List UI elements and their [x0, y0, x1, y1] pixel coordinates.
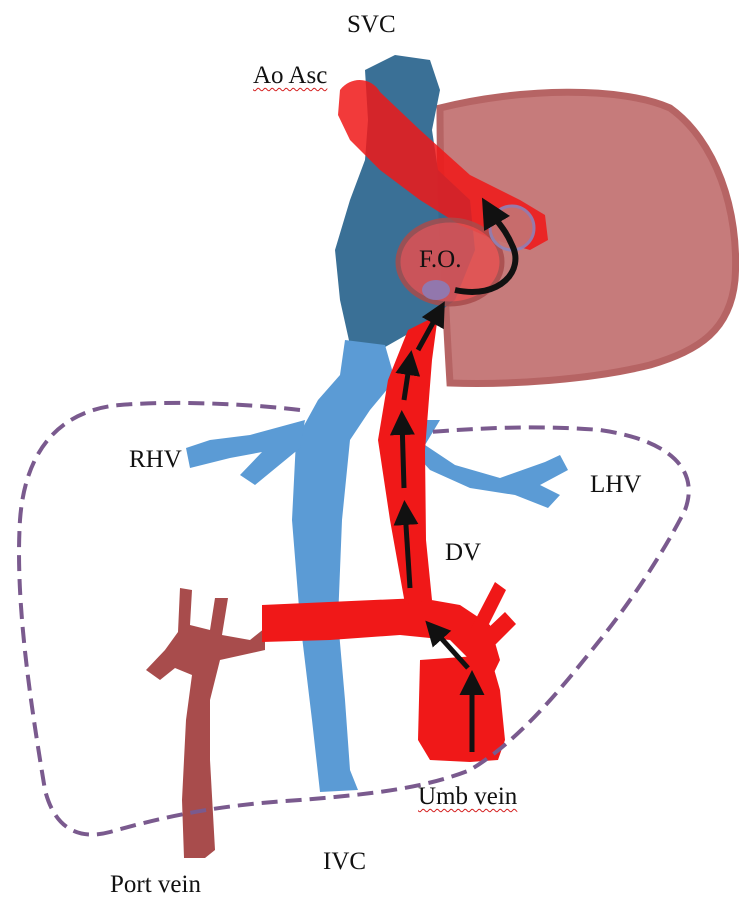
label-svc: SVC: [347, 12, 396, 37]
label-rhv: RHV: [129, 447, 182, 472]
umbilical-vein: [418, 655, 505, 762]
label-port-vein: Port vein: [110, 872, 201, 897]
label-umb-vein: Umb vein: [418, 784, 517, 809]
label-lhv: LHV: [590, 472, 641, 497]
label-dv: DV: [445, 540, 481, 565]
label-ivc: IVC: [323, 849, 366, 874]
rhv-vessel: [186, 420, 305, 485]
label-ao-asc: Ao Asc: [253, 63, 327, 88]
label-fo: F.O.: [419, 247, 461, 272]
portal-vein: [146, 588, 265, 858]
flow-arrow-dv-2: [402, 420, 404, 488]
ivc-vessel: [292, 340, 395, 792]
fo-inner-shade: [422, 280, 450, 300]
